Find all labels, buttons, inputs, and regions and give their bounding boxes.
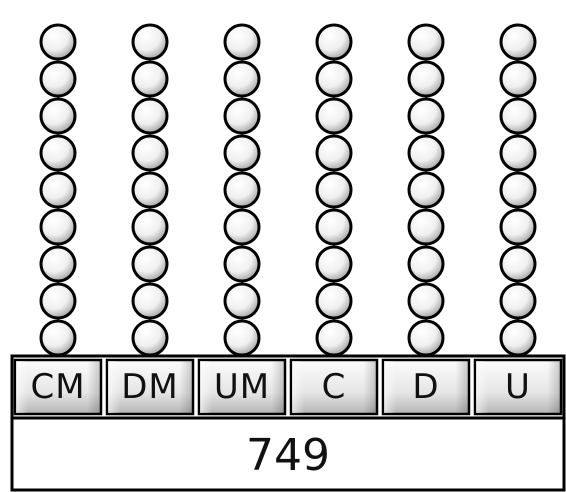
column-plate-d bbox=[381, 358, 471, 416]
bead-u-6 bbox=[499, 134, 537, 172]
bead-d-1 bbox=[407, 319, 445, 357]
bead-c-7 bbox=[315, 97, 353, 135]
bead-dm-6 bbox=[131, 134, 169, 172]
bead-um-1 bbox=[223, 319, 261, 357]
bead-d-2 bbox=[407, 282, 445, 320]
bead-cm-3 bbox=[39, 245, 77, 283]
bead-u-3 bbox=[499, 245, 537, 283]
column-plate-u bbox=[473, 358, 563, 416]
bead-dm-2 bbox=[131, 282, 169, 320]
bead-cm-7 bbox=[39, 97, 77, 135]
bead-um-8 bbox=[223, 60, 261, 98]
bead-d-4 bbox=[407, 208, 445, 246]
bead-cm-6 bbox=[39, 134, 77, 172]
column-plate-um bbox=[197, 358, 287, 416]
bead-c-5 bbox=[315, 171, 353, 209]
bead-cm-4 bbox=[39, 208, 77, 246]
bead-dm-7 bbox=[131, 97, 169, 135]
bead-u-7 bbox=[499, 97, 537, 135]
bead-cm-9 bbox=[39, 23, 77, 61]
bead-um-4 bbox=[223, 208, 261, 246]
bead-um-2 bbox=[223, 282, 261, 320]
bead-u-1 bbox=[499, 319, 537, 357]
bead-c-2 bbox=[315, 282, 353, 320]
bead-um-9 bbox=[223, 23, 261, 61]
bead-um-5 bbox=[223, 171, 261, 209]
bead-u-8 bbox=[499, 60, 537, 98]
bead-dm-4 bbox=[131, 208, 169, 246]
bead-cm-1 bbox=[39, 319, 77, 357]
bead-c-6 bbox=[315, 134, 353, 172]
bead-d-5 bbox=[407, 171, 445, 209]
bead-cm-5 bbox=[39, 171, 77, 209]
bead-d-8 bbox=[407, 60, 445, 98]
bead-c-4 bbox=[315, 208, 353, 246]
bead-u-5 bbox=[499, 171, 537, 209]
bead-um-6 bbox=[223, 134, 261, 172]
bead-dm-3 bbox=[131, 245, 169, 283]
bead-d-7 bbox=[407, 97, 445, 135]
bead-dm-9 bbox=[131, 23, 169, 61]
bead-um-3 bbox=[223, 245, 261, 283]
bead-c-8 bbox=[315, 60, 353, 98]
bead-d-9 bbox=[407, 23, 445, 61]
bead-cm-8 bbox=[39, 60, 77, 98]
bead-dm-5 bbox=[131, 171, 169, 209]
bead-u-2 bbox=[499, 282, 537, 320]
bead-dm-1 bbox=[131, 319, 169, 357]
column-plate-c bbox=[289, 358, 379, 416]
bead-d-6 bbox=[407, 134, 445, 172]
base-frame bbox=[10, 354, 566, 492]
bead-d-3 bbox=[407, 245, 445, 283]
bead-c-9 bbox=[315, 23, 353, 61]
bead-u-9 bbox=[499, 23, 537, 61]
bead-u-4 bbox=[499, 208, 537, 246]
column-plate-dm bbox=[105, 358, 195, 416]
bead-c-3 bbox=[315, 245, 353, 283]
bead-cm-2 bbox=[39, 282, 77, 320]
bead-um-7 bbox=[223, 97, 261, 135]
column-plate-cm bbox=[13, 358, 103, 416]
bead-dm-8 bbox=[131, 60, 169, 98]
bead-c-1 bbox=[315, 319, 353, 357]
